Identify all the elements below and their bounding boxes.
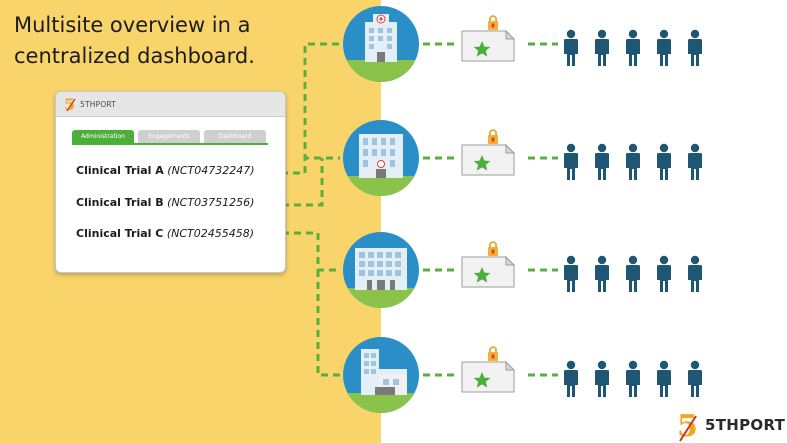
dashboard-content: Administration Engagements Dashboard [66,122,272,256]
connector-trial-c-site-3 [270,231,340,272]
tab-engagements[interactable]: Engagements [138,130,200,143]
person-icon [595,143,609,180]
person-icon [657,29,671,66]
trial-item-b[interactable]: Clinical Trial B (NCT03751256) [76,196,254,209]
fifthport-logo-icon: 5 [677,409,698,442]
trial-item-a[interactable]: Clinical Trial A (NCT04732247) [76,164,255,177]
dashboard-titlebar: 5 5THPORT [56,92,285,117]
secure-document-icon-3 [461,241,515,288]
participants-row-2 [564,143,702,180]
headline-line-2: centralized dashboard. [14,44,255,68]
participants-row-1 [564,29,702,66]
person-icon [626,143,640,180]
trial-name: Clinical Trial A [76,164,164,177]
participants-row-3 [564,255,702,292]
connector-trial-c-site-4 [316,270,340,377]
person-icon [657,360,671,397]
hospital-building-icon [343,6,419,82]
fifthport-logo-icon: 5 [64,96,76,112]
person-icon [657,255,671,292]
clinic-building-icon [343,120,419,196]
person-icon [688,143,702,180]
person-icon [595,360,609,397]
person-icon [626,29,640,66]
tab-underline [72,143,268,145]
participants-row-4 [564,360,702,397]
person-icon [564,29,578,66]
office-building-icon [343,232,419,308]
dashboard-logo-text: 5THPORT [80,99,117,109]
tab-dashboard[interactable]: Dashboard [204,130,266,143]
person-icon [688,29,702,66]
trial-code: (NCT03751256) [167,196,255,209]
headline-line-1: Multisite overview in a [14,13,251,37]
svg-text:5: 5 [677,409,698,442]
brand-logo: 5 5THPORT [676,407,785,443]
person-icon [564,143,578,180]
person-icon [626,360,640,397]
secure-document-icon-2 [461,129,515,176]
person-icon [688,255,702,292]
secure-document-icon-1 [461,15,515,62]
person-icon [595,29,609,66]
person-icon [564,255,578,292]
dashboard-logo: 5 5THPORT [64,96,116,112]
trial-name: Clinical Trial B [76,196,164,209]
secure-document-icon-4 [461,346,515,393]
headline: Multisite overview in a centralized dash… [14,10,334,72]
trial-item-c[interactable]: Clinical Trial C (NCT02455458) [76,227,254,240]
dashboard-window: 5 5THPORT Administration Engagements Das… [55,91,286,273]
tab-administration[interactable]: Administration [72,130,134,143]
connector-trial-a-site-2 [269,156,340,175]
trial-connectors [258,42,340,377]
svg-text:5: 5 [64,96,75,112]
person-icon [564,360,578,397]
medical-center-icon [343,337,419,413]
trial-name: Clinical Trial C [76,227,164,240]
trial-code: (NCT04732247) [167,164,255,177]
person-icon [626,255,640,292]
connector-trial-b [258,158,324,207]
person-icon [688,360,702,397]
person-icon [657,143,671,180]
person-icon [595,255,609,292]
dashboard-tabs: Administration Engagements Dashboard [72,130,266,143]
trial-code: (NCT02455458) [166,227,255,240]
brand-logo-text: 5THPORT [705,416,786,434]
row-connectors [423,42,558,377]
